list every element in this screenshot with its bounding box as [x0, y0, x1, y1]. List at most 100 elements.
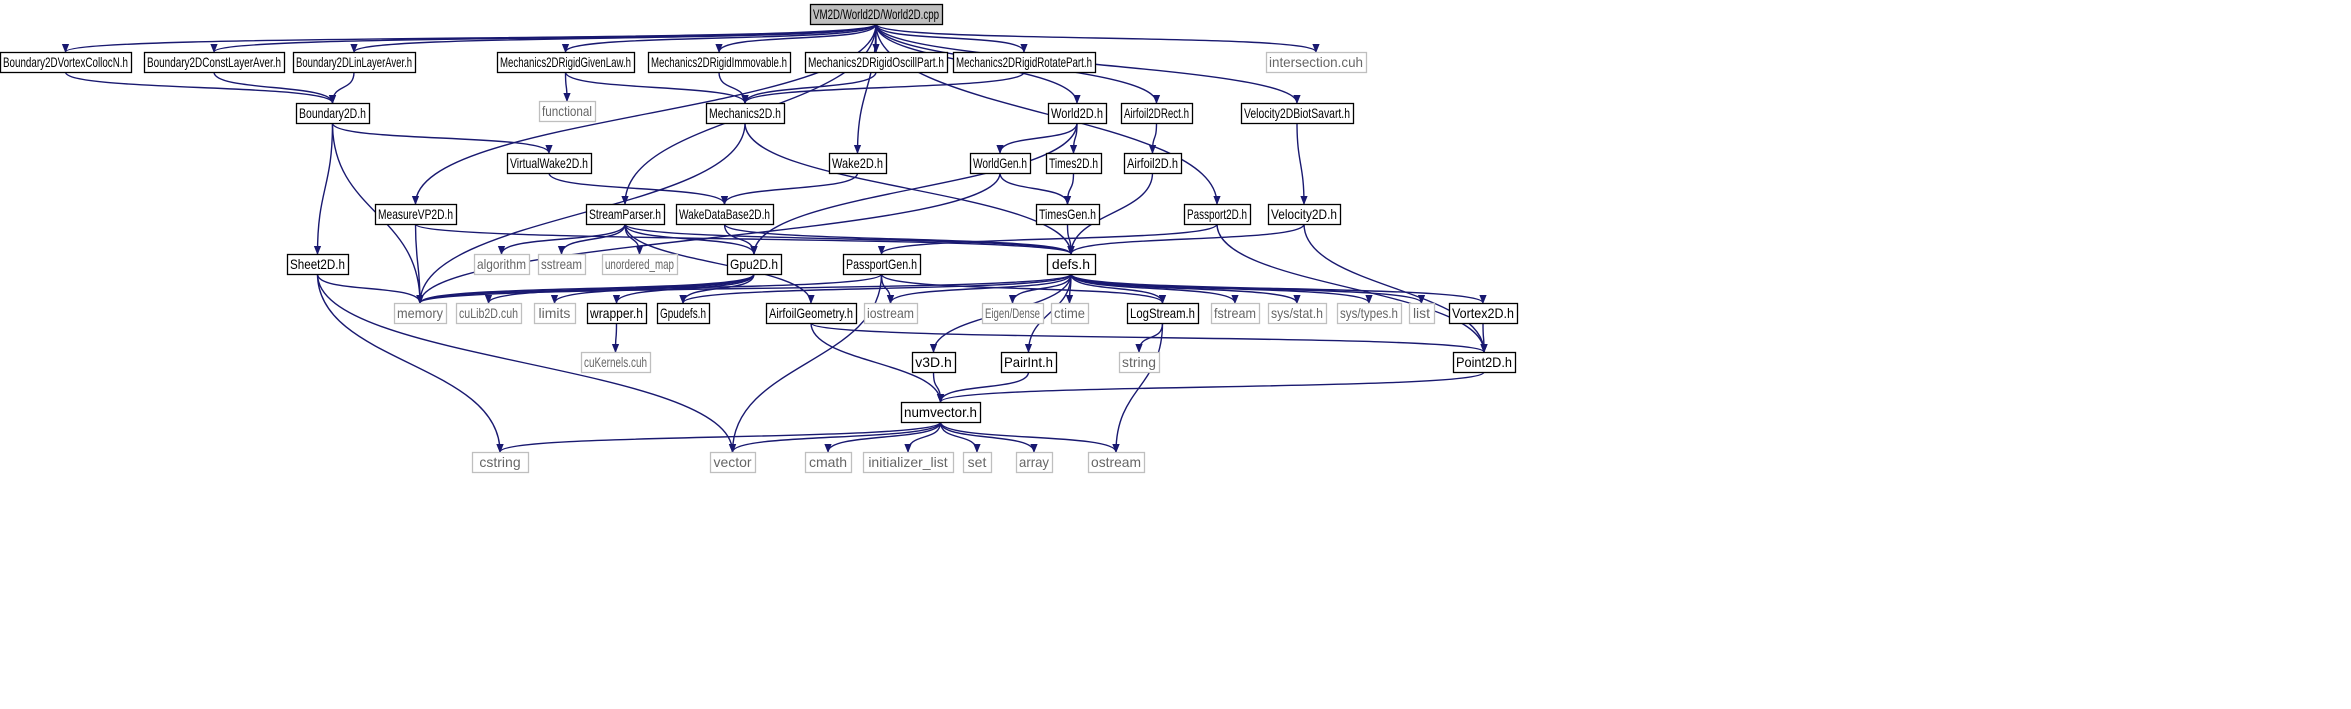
header-file-node[interactable]: Boundary2DConstLayerAver.h: [143, 51, 286, 74]
edge-wdb-to-gpu: [723, 223, 755, 255]
edge-numv-to-vector: [733, 421, 942, 453]
edge-defs-to-gpud: [683, 273, 1072, 304]
edge-mvp-to-memory: [414, 223, 421, 303]
edge-bcl-to-b2d: [213, 71, 333, 104]
node-label: Mechanics2DRigidOscillPart.h: [808, 54, 944, 70]
header-file-node[interactable]: PairInt.h: [1000, 351, 1058, 374]
header-file-node[interactable]: Sheet2D.h: [286, 253, 350, 276]
edge-root-to-bcl: [214, 23, 877, 53]
nodes-layer: VM2D/World2D/World2D.cppBoundary2DVortex…: [0, 3, 1519, 474]
header-file-node[interactable]: Passport2D.h: [1183, 203, 1252, 226]
edge-sp-to-algo: [502, 223, 626, 255]
edge-gpu-to-wrap: [617, 273, 755, 304]
node-label: cuLib2D.cuh: [459, 305, 518, 321]
node-label: algorithm: [477, 256, 526, 272]
node-box: [471, 451, 530, 474]
header-file-node[interactable]: WakeDataBase2D.h: [675, 203, 775, 226]
edge-bvc-to-b2d: [64, 71, 333, 104]
node-box: [1015, 451, 1054, 474]
edge-mvp-to-defs: [414, 223, 1072, 255]
node-label: initializer_list: [868, 454, 947, 470]
header-file-node[interactable]: Boundary2D.h: [295, 102, 371, 125]
edge-defs-to-vortex: [1070, 273, 1483, 304]
external-header-node: sys/stat.h: [1267, 302, 1328, 325]
edge-bll-to-b2d: [333, 71, 355, 104]
edge-point-to-numv: [941, 371, 1485, 403]
header-file-node[interactable]: WorldGen.h: [969, 152, 1032, 175]
header-file-node[interactable]: TimesGen.h: [1035, 203, 1101, 226]
header-file-node[interactable]: Mechanics2DRigidOscillPart.h: [804, 51, 949, 74]
node-box: [1408, 302, 1436, 325]
node-box: [1046, 253, 1097, 276]
header-file-node[interactable]: Gpudefs.h: [656, 302, 711, 325]
external-header-node: cuLib2D.cuh: [455, 302, 523, 325]
header-file-node[interactable]: Times2D.h: [1045, 152, 1103, 175]
header-file-node[interactable]: AirfoilGeometry.h: [765, 302, 858, 325]
node-label: vector: [713, 454, 751, 470]
edge-numv-to-cstring: [500, 421, 942, 453]
header-file-node[interactable]: PassportGen.h: [842, 253, 922, 276]
header-file-node[interactable]: Mechanics2DRigidImmovable.h: [647, 51, 792, 74]
header-file-node[interactable]: Gpu2D.h: [726, 253, 783, 276]
node-box: [1087, 451, 1146, 474]
external-header-node: memory: [393, 302, 448, 325]
node-box: [1120, 102, 1194, 125]
node-label: TimesGen.h: [1039, 206, 1096, 222]
node-label: ctime: [1054, 305, 1085, 321]
node-box: [809, 3, 944, 26]
header-file-node[interactable]: MeasureVP2D.h: [374, 203, 458, 226]
header-file-node[interactable]: Velocity2DBiotSavart.h: [1240, 102, 1355, 125]
node-label: Mechanics2DRigidImmovable.h: [651, 54, 787, 70]
node-label: Gpu2D.h: [730, 256, 778, 272]
node-label: PassportGen.h: [846, 256, 917, 272]
external-header-node: functional: [538, 100, 597, 123]
edge-wake-to-wdb: [725, 172, 859, 205]
header-file-node[interactable]: Vortex2D.h: [1448, 302, 1519, 325]
node-box: [292, 51, 417, 74]
edge-arect-to-airf: [1153, 122, 1158, 153]
edge-root-to-bll: [354, 23, 877, 53]
header-file-node[interactable]: Airfoil2DRect.h: [1120, 102, 1194, 125]
node-label: Mechanics2D.h: [709, 105, 781, 121]
node-label: wrapper.h: [589, 305, 643, 321]
node-box: [726, 253, 783, 276]
edge-mgl-to-mech: [564, 71, 746, 104]
header-file-node[interactable]: Mechanics2DRigidRotatePart.h: [952, 51, 1097, 74]
header-file-node[interactable]: World2D.h: [1047, 102, 1108, 125]
edge-gpu-to-memory: [420, 273, 755, 304]
header-file-node[interactable]: LogStream.h: [1126, 302, 1200, 325]
edge-root-to-mgl: [566, 23, 877, 53]
external-header-node: string: [1118, 351, 1161, 374]
header-file-node[interactable]: Point2D.h: [1452, 351, 1517, 374]
external-header-node: Eigen/Dense: [981, 302, 1045, 325]
header-file-node[interactable]: Velocity2D.h: [1267, 203, 1342, 226]
header-file-node[interactable]: Mechanics2D.h: [705, 102, 786, 125]
header-file-node[interactable]: v3D.h: [911, 351, 957, 374]
edge-pass-to-pgen: [882, 223, 1218, 255]
edge-defs-to-pairint: [1029, 273, 1072, 352]
header-file-node[interactable]: StreamParser.h: [585, 203, 666, 226]
edge-vel-to-defs: [1071, 223, 1305, 255]
edges-layer: [64, 23, 1485, 453]
header-file-node[interactable]: wrapper.h: [586, 302, 648, 325]
header-file-node[interactable]: Boundary2DLinLayerAver.h: [292, 51, 417, 74]
node-label: string: [1122, 354, 1156, 370]
node-label: unordered_map: [605, 256, 674, 272]
node-box: [969, 152, 1032, 175]
header-file-node[interactable]: numvector.h: [900, 401, 982, 424]
header-file-node[interactable]: Mechanics2DRigidGivenLaw.h: [496, 51, 636, 74]
header-file-node[interactable]: Airfoil2D.h: [1123, 152, 1183, 175]
root-file-node[interactable]: VM2D/World2D/World2D.cpp: [809, 3, 944, 26]
node-box: [911, 351, 957, 374]
node-box: [580, 351, 652, 374]
node-label: limits: [539, 305, 571, 321]
header-file-node[interactable]: VirtualWake2D.h: [506, 152, 593, 175]
node-label: cmath: [809, 454, 847, 470]
header-file-node[interactable]: Boundary2DVortexCollocN.h: [0, 51, 133, 74]
node-box: [1000, 351, 1058, 374]
edge-root-to-mvp: [416, 23, 877, 204]
node-label: sys/stat.h: [1271, 305, 1323, 321]
header-file-node[interactable]: Wake2D.h: [828, 152, 888, 175]
external-header-node: cstring: [471, 451, 530, 474]
header-file-node[interactable]: defs.h: [1046, 253, 1097, 276]
